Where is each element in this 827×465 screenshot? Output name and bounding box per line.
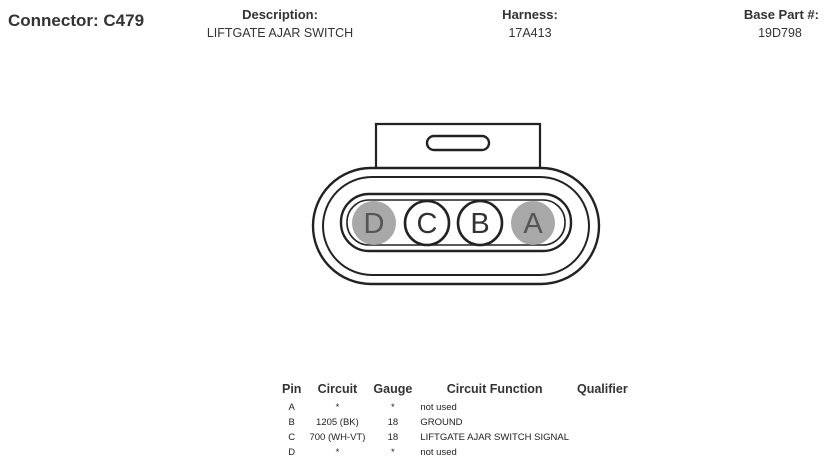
pin-b-label: B (470, 208, 489, 240)
gauge-cell: 18 (387, 432, 399, 443)
table-row: A * * not used (278, 399, 632, 414)
pin-cell: C (288, 432, 296, 443)
circuit-cell: 1205 (BK) (316, 417, 359, 428)
pin-cell: D (288, 447, 296, 458)
description-label: Description: (242, 7, 318, 22)
pin-table: Pin Circuit Gauge Circuit Function Quali… (278, 382, 632, 459)
gauge-cell: * (391, 402, 395, 413)
harness-label: Harness: (502, 7, 558, 22)
pin-cell: B (288, 417, 295, 428)
pin-table-header: Pin Circuit Gauge Circuit Function Quali… (278, 382, 632, 399)
base-part-label: Base Part #: (743, 7, 819, 22)
connector-title: Connector: C479 (8, 11, 145, 30)
pin-a-label: A (523, 208, 543, 240)
qualifier-column-header: Qualifier (577, 382, 628, 396)
pin-column-header: Pin (282, 382, 302, 396)
gauge-cell: * (391, 447, 395, 458)
table-row: D * * not used (278, 444, 632, 459)
description-value: LIFTGATE AJAR SWITCH (206, 26, 354, 40)
harness-value: 17A413 (508, 26, 552, 40)
function-cell: not used (420, 402, 457, 413)
connector-outer-shell-inner-edge (322, 176, 590, 276)
circuit-cell: * (335, 447, 340, 458)
qualifier-cell (573, 429, 632, 444)
connector-pin-cavity (339, 192, 573, 253)
base-part-value: 19D798 (758, 26, 802, 40)
function-cell: not used (420, 447, 457, 458)
qualifier-cell (573, 399, 632, 414)
pin-d-label: D (364, 208, 385, 240)
gauge-column-header: Gauge (373, 382, 413, 396)
table-row: C 700 (WH-VT) 18 LIFTGATE AJAR SWITCH SI… (278, 429, 632, 444)
qualifier-cell (573, 414, 632, 429)
pin-d-circle (352, 201, 396, 245)
pin-b-circle (456, 199, 504, 247)
function-cell: GROUND (420, 417, 463, 428)
pin-a-circle (511, 201, 555, 245)
pin-cell: A (288, 402, 295, 413)
connector-latch-slot (425, 134, 491, 152)
function-cell: LIFTGATE AJAR SWITCH SIGNAL (420, 432, 569, 443)
function-column-header: Circuit Function (446, 382, 543, 396)
gauge-cell: 18 (387, 417, 399, 428)
circuit-cell: * (335, 402, 340, 413)
pin-c-label: C (417, 208, 438, 240)
table-row: B 1205 (BK) 18 GROUND (278, 414, 632, 429)
circuit-column-header: Circuit (317, 382, 358, 396)
circuit-cell: 700 (WH-VT) (309, 432, 366, 443)
pin-c-circle (403, 199, 451, 247)
connector-pin-cavity-inner-edge (346, 199, 566, 246)
qualifier-cell (573, 444, 632, 459)
